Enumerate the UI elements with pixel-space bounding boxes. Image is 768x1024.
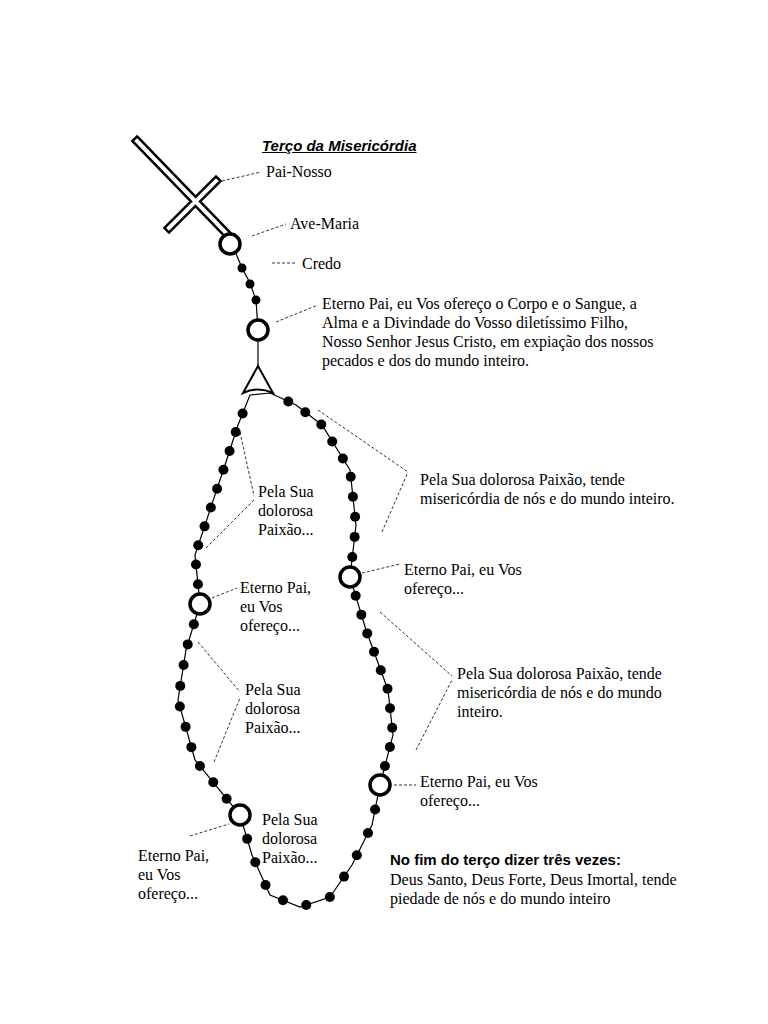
small-bead [189,619,199,629]
small-bead [183,639,193,649]
large-bead [340,567,360,587]
small-bead [242,834,252,844]
prayer-text: Eterno Pai, eu Vos ofereço... [420,772,600,810]
small-bead [193,540,203,550]
small-bead [175,702,185,712]
prayer-text: Eterno Pai, eu Vos ofereço... [404,560,574,598]
prayer-text: Pela Sua dolorosa Paixão, tende misericó… [457,664,707,721]
small-bead [339,872,349,882]
large-bead [370,775,390,795]
small-bead [346,472,356,482]
small-bead [370,804,380,814]
small-bead [179,660,189,670]
prayer-text: Eterno Pai, eu Vos ofereço... [240,578,326,635]
bead-loop [175,393,397,910]
small-bead [181,722,191,732]
large-bead [220,234,240,254]
prayer-text: Pela Sua dolorosa Paixão, tende misericó… [420,470,675,508]
small-bead [208,777,218,787]
small-bead [212,484,222,494]
small-bead [206,503,216,513]
diagram-title: Terço da Misericórdia [262,136,417,155]
small-bead [350,512,360,522]
chain [178,393,393,907]
large-bead [248,320,268,340]
large-bead [230,805,250,825]
small-bead [238,264,247,273]
small-bead [238,408,248,418]
small-bead [186,742,196,752]
small-bead [300,407,310,417]
small-bead [250,857,260,867]
small-bead [385,742,395,752]
small-bead [363,828,373,838]
small-bead [231,427,241,437]
bead-label: Ave-Maria [290,214,359,233]
small-bead [350,532,360,542]
small-bead [218,465,228,475]
large-bead [190,594,210,614]
small-bead [376,665,386,675]
small-bead [195,761,205,771]
small-bead [252,296,261,305]
small-bead [200,521,210,531]
small-bead [283,396,293,406]
small-bead [278,895,288,905]
cross [137,141,226,233]
small-bead [246,280,255,289]
small-bead [380,761,390,771]
small-bead [191,559,201,569]
small-bead [327,436,337,446]
leader-lines [190,172,452,836]
prayer-text: Pela Sua dolorosa Paixão... [262,810,350,867]
small-bead [387,723,397,733]
small-bead [348,492,358,502]
prayer-text: Eterno Pai, eu Vos ofereço... [138,846,226,903]
small-bead [261,880,271,890]
small-bead [383,684,393,694]
small-bead [301,900,311,910]
center-medal [243,366,273,393]
bead-label: Credo [302,254,341,273]
small-bead [225,446,235,456]
small-bead [352,850,362,860]
small-bead [338,454,348,464]
small-bead [356,610,366,620]
small-bead [351,591,361,601]
small-bead [369,647,379,657]
small-bead [175,681,185,691]
bead-label: Pai-Nosso [266,162,332,181]
small-bead [362,628,372,638]
small-bead [385,703,395,713]
small-bead [222,794,232,804]
small-bead [316,419,326,429]
prayer-text: Pela Sua dolorosa Paixão... [245,680,335,737]
prayer-text: Pela Sua dolorosa Paixão... [258,482,340,539]
small-bead [325,892,335,902]
instruction-text: Deus Santo, Deus Forte, Deus Imortal, te… [390,870,680,908]
small-bead [347,552,357,562]
instruction-heading: No fim do terço dizer três vezes: [390,850,720,869]
prayer-text: Eterno Pai, eu Vos ofereço o Corpo e o S… [322,294,672,370]
small-bead [193,579,203,589]
